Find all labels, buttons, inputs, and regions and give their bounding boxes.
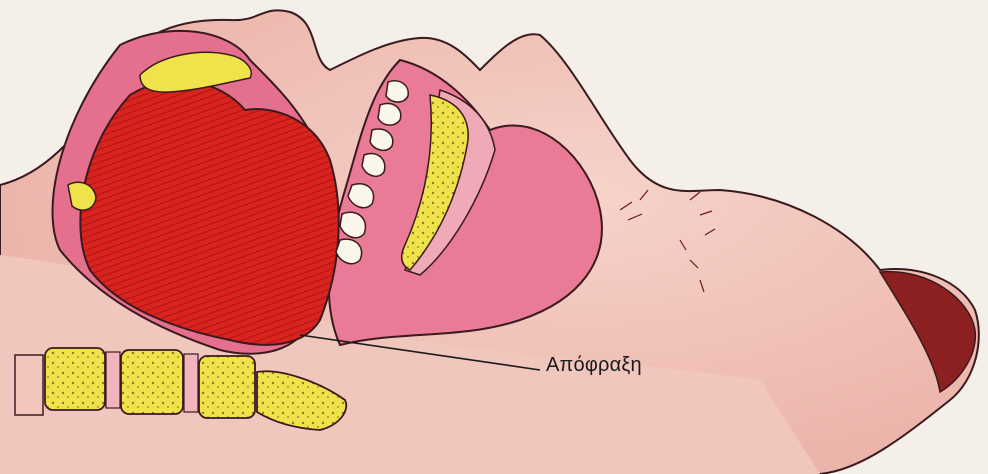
obstruction-label: Απόφραξη xyxy=(546,354,642,377)
vertebra-disc xyxy=(106,352,120,408)
vertebra xyxy=(45,348,105,410)
tooth xyxy=(386,81,408,102)
tooth xyxy=(378,103,401,125)
vertebra-disc xyxy=(15,355,43,415)
vertebra-disc xyxy=(184,354,198,412)
vertebra xyxy=(199,356,255,418)
tooth xyxy=(370,129,393,150)
vertebra xyxy=(121,350,183,414)
